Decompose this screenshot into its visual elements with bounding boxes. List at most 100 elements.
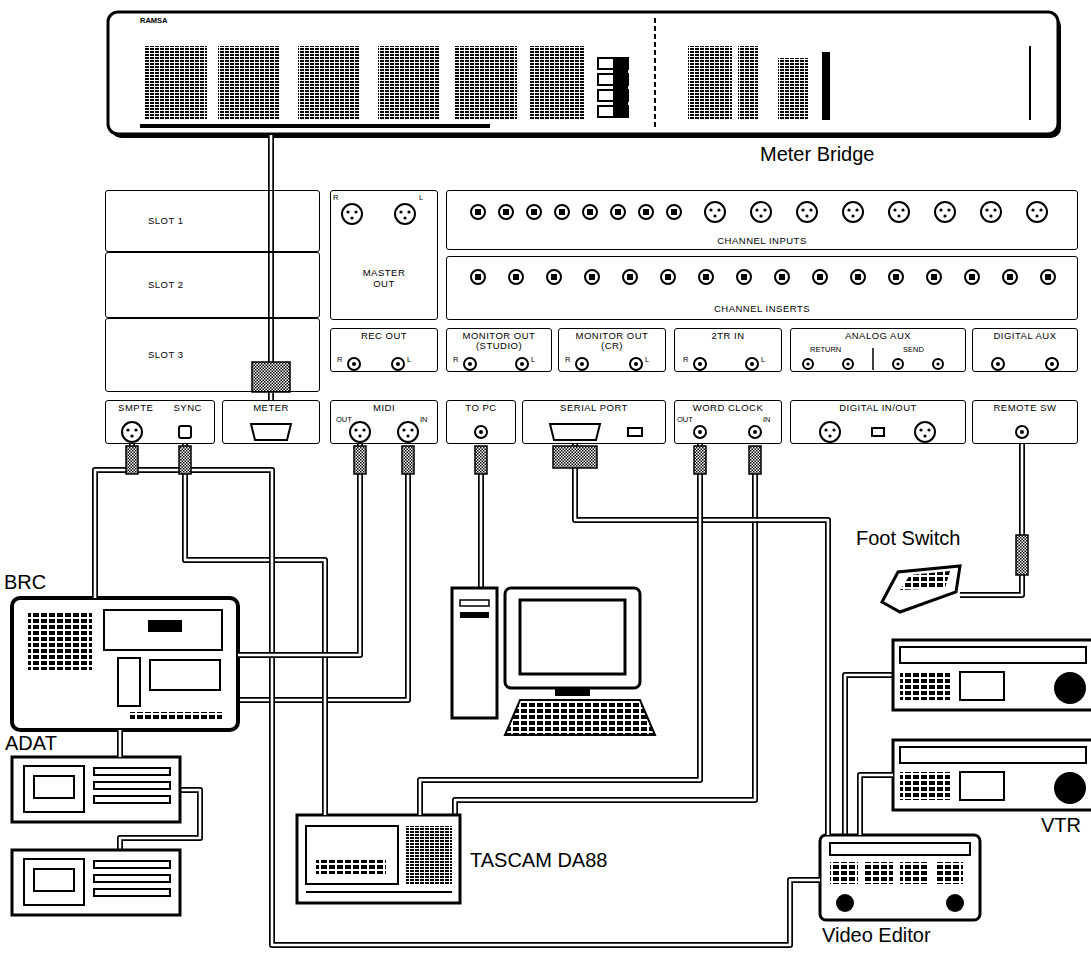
vtr-drawing	[893, 740, 1091, 810]
adat-drawing	[94, 768, 170, 775]
cable-connector	[960, 444, 1022, 595]
cable-plug	[694, 446, 706, 474]
port-label: CHANNEL INPUTS	[717, 236, 807, 246]
cable-plug	[179, 446, 191, 474]
jack-label: R	[453, 356, 458, 364]
meter-bridge-drawing	[108, 12, 1058, 134]
input-panel: 2TR IN	[674, 328, 782, 372]
cable-connector	[271, 135, 272, 400]
port-label: SMPTE	[118, 403, 153, 413]
computer-drawing	[460, 600, 489, 606]
meter-bridge-drawing	[1029, 46, 1031, 120]
video-editor-device: Video Editor	[820, 835, 980, 920]
jack-label: L	[407, 356, 411, 364]
serial-port-panel: SERIAL PORT	[522, 400, 666, 444]
panel-jacks	[342, 204, 362, 224]
panel-jacks	[509, 270, 523, 284]
jack-label: L	[419, 194, 423, 202]
panel-jacks	[661, 270, 675, 284]
meter-bridge-drawing	[145, 46, 207, 120]
panel-jacks	[872, 348, 874, 370]
cable-connector	[420, 444, 700, 815]
panel-jacks	[915, 422, 935, 442]
adat-drawing	[24, 859, 84, 905]
port-label: WORD CLOCK	[693, 403, 763, 413]
adat-drawing	[24, 766, 84, 812]
cable-connector	[238, 444, 360, 655]
port-label: SLOT 2	[148, 280, 184, 290]
panel-jacks	[699, 270, 713, 284]
computer-drawing	[555, 688, 590, 696]
jack-label: L	[761, 356, 765, 364]
panel-jacks	[471, 270, 485, 284]
cable-plug	[126, 446, 138, 474]
brc-drawing	[104, 610, 222, 650]
meter-bridge-drawing	[530, 46, 585, 120]
panel-jacks	[639, 205, 653, 219]
panel-jacks	[611, 205, 625, 219]
panel-jacks	[667, 205, 681, 219]
cable-connector	[860, 775, 893, 835]
panel-jacks	[550, 424, 600, 440]
cable-plug	[252, 362, 290, 392]
panel-jacks	[516, 358, 528, 370]
panel-jacks	[583, 205, 597, 219]
panel-jacks	[843, 359, 853, 369]
vtr-drawing	[1054, 672, 1086, 704]
computer-drawing	[452, 588, 655, 735]
cable-connector	[238, 444, 360, 655]
device-label: BRC	[4, 571, 46, 594]
output-panel: MONITOR OUT (STUDIO)	[446, 328, 552, 372]
static-cables	[455, 474, 755, 815]
pc-port-panel: TO PC	[446, 400, 516, 444]
meter-port-panel: METER	[222, 400, 320, 444]
video-editor-drawing	[820, 835, 980, 920]
cable-connector	[420, 444, 700, 815]
brc-drawing	[130, 712, 222, 720]
slot-panel: SLOT 2	[105, 252, 320, 318]
jack-label: R	[337, 356, 342, 364]
video-editor-drawing	[935, 862, 963, 884]
panel-jacks	[499, 205, 513, 219]
jack-label: R	[565, 356, 570, 364]
panel-jacks	[475, 426, 487, 438]
meter-bridge-drawing	[778, 58, 808, 120]
cable-connector	[268, 135, 274, 400]
meter-bridge-drawing	[218, 46, 280, 120]
panel-jacks	[889, 270, 903, 284]
computer-drawing	[505, 588, 640, 688]
panel-jacks	[122, 422, 142, 442]
brc-drawing	[150, 660, 220, 690]
panel-jacks	[179, 426, 191, 438]
panel-jacks	[705, 202, 725, 222]
cable-plug	[354, 446, 366, 474]
da88-device: TASCAM DA88	[297, 815, 460, 903]
panel-jacks	[1003, 270, 1017, 284]
meter-bridge-drawing	[738, 46, 758, 120]
vtr-drawing	[960, 772, 1004, 800]
port-label: REMOTE SW	[993, 403, 1056, 413]
panel-jacks	[694, 358, 706, 370]
meter-bridge-drawing	[613, 58, 628, 117]
vtr-drawing	[893, 640, 1091, 710]
jack-label: L	[531, 356, 535, 364]
cable-connector	[120, 730, 121, 757]
static-cables	[845, 675, 893, 835]
port-label: SLOT 1	[148, 216, 184, 226]
device-label: ADAT	[5, 732, 57, 755]
panel-jacks	[820, 422, 840, 442]
port-label: ANALOG AUX	[845, 331, 911, 341]
foot-switch-drawing	[882, 566, 960, 612]
cable-plug	[402, 446, 414, 474]
port-label: REC OUT	[361, 331, 407, 341]
static-cables	[455, 474, 755, 815]
adat-drawing	[12, 757, 180, 915]
insert-panel: CHANNEL INSERTS	[446, 256, 1078, 320]
foot-switch-device: Foot Switch	[880, 565, 960, 610]
video-editor-drawing	[836, 894, 854, 912]
adat-device: ADAT	[12, 757, 180, 822]
cable-connector	[185, 444, 325, 815]
